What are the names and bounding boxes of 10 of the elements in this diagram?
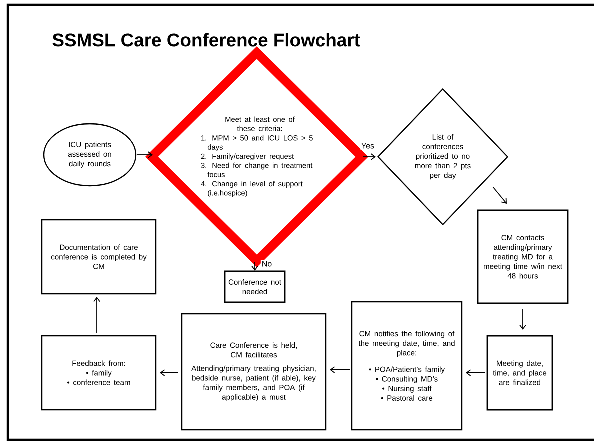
arrow	[492, 186, 507, 204]
arrow	[136, 152, 153, 158]
arrow	[362, 154, 376, 160]
title: SSMSL Care Conference Flowchart	[52, 33, 360, 47]
arrow	[520, 308, 526, 330]
arrow	[330, 366, 350, 374]
arrow	[160, 370, 178, 376]
arrow	[252, 262, 258, 271]
arrow	[466, 370, 486, 376]
arrow	[94, 296, 100, 334]
